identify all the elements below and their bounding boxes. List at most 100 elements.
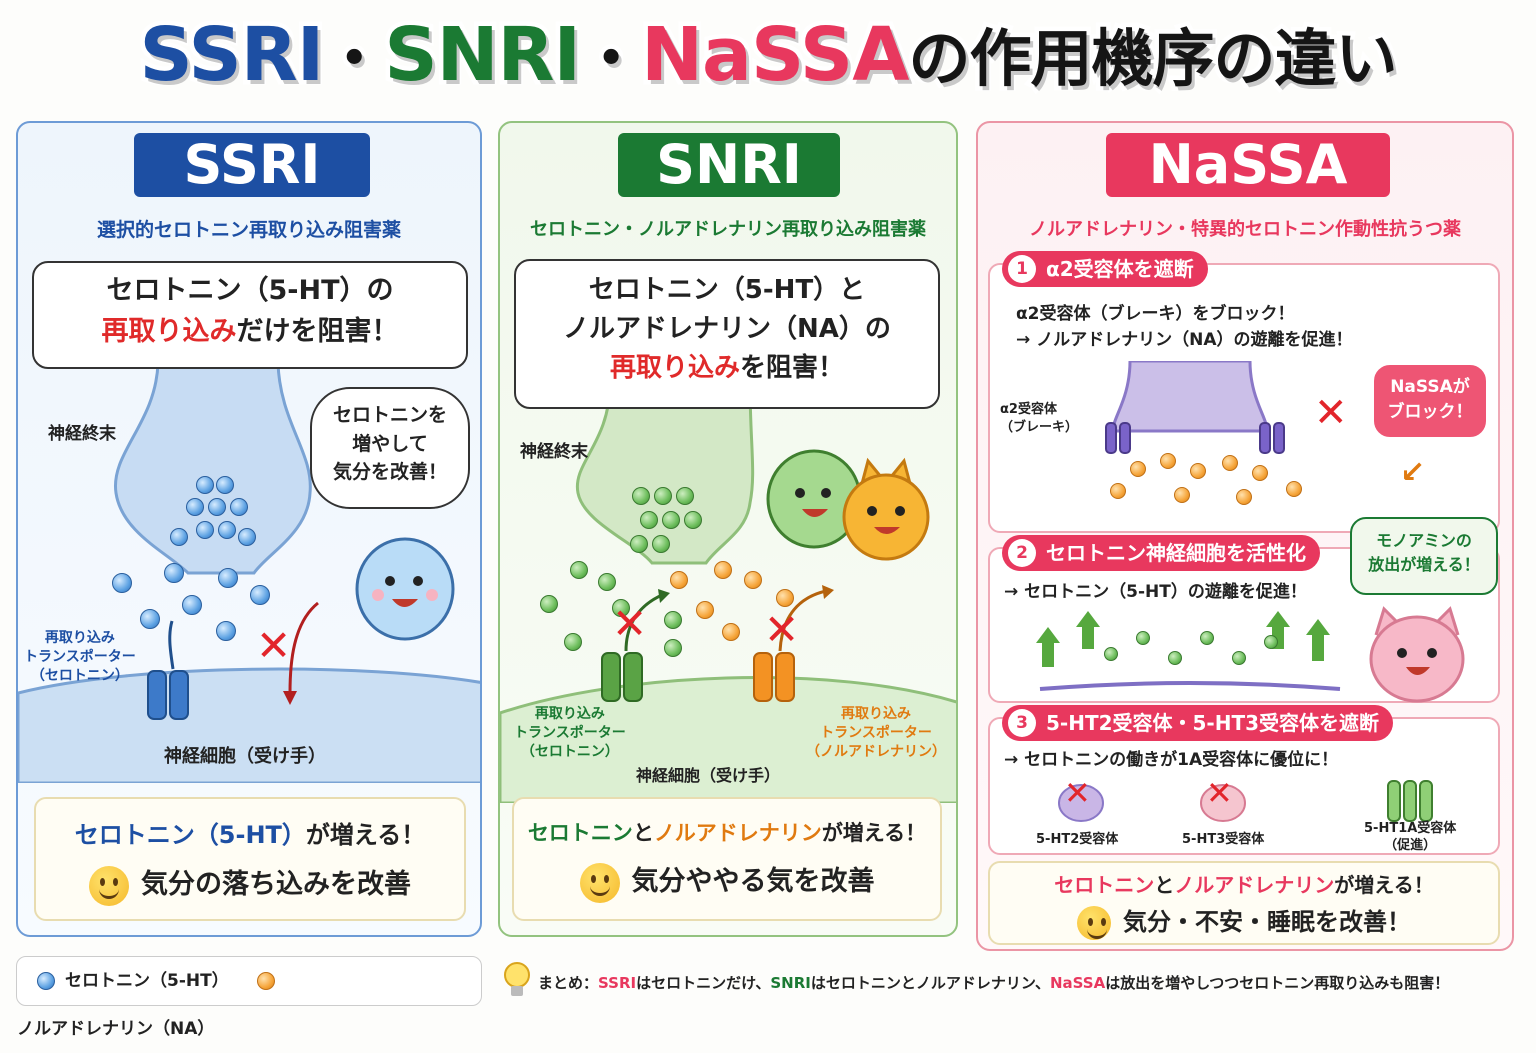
title-separator: ・ [319,18,390,100]
nassa-step-1: 1 α2受容体を遮断 α2受容体（ブレーキ）をブロック！ → ノルアドレナリン（N… [988,251,1500,533]
noradrenaline-dot [722,623,740,641]
snri-result-box: セロトニンとノルアドレナリンが増える！ 気分ややる気を改善 [512,797,942,921]
noradrenaline-dot [1174,487,1190,503]
snri-serotonin-transporter [601,652,643,702]
serotonin-dot [196,521,214,539]
ssri-panel: SSRI 選択的セロトニン再取り込み阻害薬 セロトニン（5-HT）の 再取り込み… [16,121,482,937]
noradrenaline-dot [1160,453,1176,469]
serotonin-dot [182,595,202,615]
nassa-result-and: と [1154,873,1175,897]
ssri-result-line2: 気分の落ち込みを改善 [36,862,464,906]
nassa-step2-title: セロトニン神経細胞を活性化 [1046,541,1306,565]
snri-transporter-5ht-line1: 再取り込み [534,706,605,722]
serotonin-dot [564,633,582,651]
ssri-transporter [147,670,189,720]
nassa-alpha2-synapse [1105,361,1285,454]
title-nassa: NaSSA [637,8,914,103]
summary-ssri: SSRI [598,974,637,992]
ssri-transporter-line2: トランスポーター [24,648,136,665]
snri-main-bubble: セロトニン（5-HT）と ノルアドレナリン（NA）の 再取り込みを阻害！ [514,259,940,409]
ssri-transporter-label: 再取り込み トランスポーター （セロトニン） [24,629,136,686]
nassa-result-noradrenaline: ノルアドレナリン [1174,873,1335,897]
nassa-step1-text: α2受容体（ブレーキ）をブロック！ → ノルアドレナリン（NA）の遊離を促進！ [1016,301,1353,354]
nassa-step1-title: α2受容体を遮断 [1046,257,1194,281]
snri-result-line1: セロトニンとノルアドレナリンが増える！ [514,817,940,847]
snri-subtitle: セロトニン・ノルアドレナリン再取り込み阻害薬 [530,219,926,240]
title-separator: ・ [576,18,647,100]
nassa-result-increase: が増える！ [1334,873,1434,897]
snri-noradrenaline-transporter [753,652,795,702]
nassa-step1-line2: → ノルアドレナリン（NA）の遊離を促進！ [1016,330,1353,351]
title-suffix: の作用機序の違い [904,18,1402,100]
nassa-step2-tag: 2 セロトニン神経細胞を活性化 [1002,535,1320,571]
nassa-result-box: セロトニンとノルアドレナリンが増える！ 気分・不安・睡眠を改善！ [988,861,1500,945]
step-number: 3 [1008,709,1036,737]
snri-result-line2: 気分ややる気を改善 [514,859,940,903]
noradrenaline-legend-dot [256,972,275,990]
snri-transporter-na-line2: トランスポーター [820,724,932,741]
5ht2-block-x-icon: ✕ [1064,774,1091,812]
ssri-transporter-line1: 再取り込み [44,630,115,646]
ssri-badge: SSRI [134,133,370,197]
serotonin-dot [1264,635,1278,649]
snri-bubble-line1: セロトニン（5-HT）と [588,275,866,305]
snri-transporter-na-line1: 再取り込み [841,706,911,722]
page-title: SSRI・SNRI・NaSSAの作用機序の違い [0,8,1536,103]
snri-panel: SNRI セロトニン・ノルアドレナリン再取り込み阻害薬 セロトニン（5-HT）と… [498,121,958,937]
serotonin-dot [1168,651,1182,665]
alpha2-receptor-label: α2受容体 （ブレーキ） [1000,401,1078,436]
snri-nerve-end-label: 神経終末 [520,442,588,462]
noradrenaline-dot [1236,489,1252,505]
ssri-result-effect: 気分の落ち込みを改善 [141,869,411,900]
nassa-block-bubble: NaSSAが ブロック！ [1374,365,1486,437]
snri-transporter-na-line3: （ノルアドレナリン） [806,743,946,760]
serotonin-legend-dot [37,972,55,990]
snri-transporter-5ht-line3: （セロトニン） [520,743,619,760]
nassa-step3-title: 5-HT2受容体・5-HT3受容体を遮断 [1046,711,1380,735]
noradrenaline-dot [1222,455,1238,471]
ssri-result-box: セロトニン（5-HT）が増える！ 気分の落ち込みを改善 [34,797,466,921]
nassa-serotonin-release-diagram [1036,611,1341,691]
snri-noradrenaline-arrow [778,589,827,652]
snri-receiver-label: 神経細胞（受け手） [636,766,781,785]
serotonin-dot [570,561,588,579]
noradrenaline-dot [1286,481,1302,497]
step-number: 2 [1008,539,1036,567]
snri-bubble-highlight: 再取り込み [609,353,740,383]
ssri-char-line2: 増やして [352,432,428,455]
snri-arrowhead [658,589,670,603]
nassa-step1-line1: α2受容体（ブレーキ）をブロック！ [1016,304,1295,324]
noradrenaline-dot [696,601,714,619]
ssri-mascot [355,537,455,641]
ssri-block-x-icon: ✕ [256,621,292,670]
summary: まとめ：SSRIはセロトニンだけ、SNRIはセロトニンとノルアドレナリン、NaS… [538,972,1449,993]
ssri-bubble-line1: セロトニン（5-HT）の [106,275,394,306]
summary-text3: は放出を増やしつつセロトニン再取り込みも阻害！ [1105,974,1450,992]
legend-noradrenaline: ノルアドレナリン（NA） [17,1019,215,1039]
serotonin-dot [1232,651,1246,665]
serotonin-dot [218,521,236,539]
5ht3-block-x-icon: ✕ [1206,774,1233,812]
noradrenaline-dot [776,589,794,607]
noradrenaline-dot [1110,483,1126,499]
serotonin-dot [218,568,238,588]
smile-icon [1077,906,1111,940]
nassa-alpha2-block-x-icon: ✕ [1314,390,1348,436]
serotonin-dot [1136,631,1150,645]
5ht1a-label-line1: 5-HT1A受容体 [1364,821,1457,836]
nassa-result-line1: セロトニンとノルアドレナリンが増える！ [990,869,1498,898]
noradrenaline-dot [1252,465,1268,481]
nassa-result-serotonin: セロトニン [1054,873,1155,897]
nassa-subtitle: ノルアドレナリン・特異的セロトニン作動性抗うつ薬 [1029,219,1461,240]
ssri-char-line3: 気分を改善！ [332,461,447,483]
nassa-step2-line1: → セロトニン（5-HT）の遊離を促進！ [1004,582,1307,602]
step-number: 1 [1008,255,1036,283]
summary-nassa: NaSSA [1049,974,1106,992]
serotonin-dot [676,487,694,505]
snri-serotonin-arrow [624,593,663,652]
serotonin-dot [250,585,270,605]
ssri-arrowhead [283,691,297,705]
serotonin-dot [112,573,132,593]
snri-synapse-diagram [500,383,956,803]
